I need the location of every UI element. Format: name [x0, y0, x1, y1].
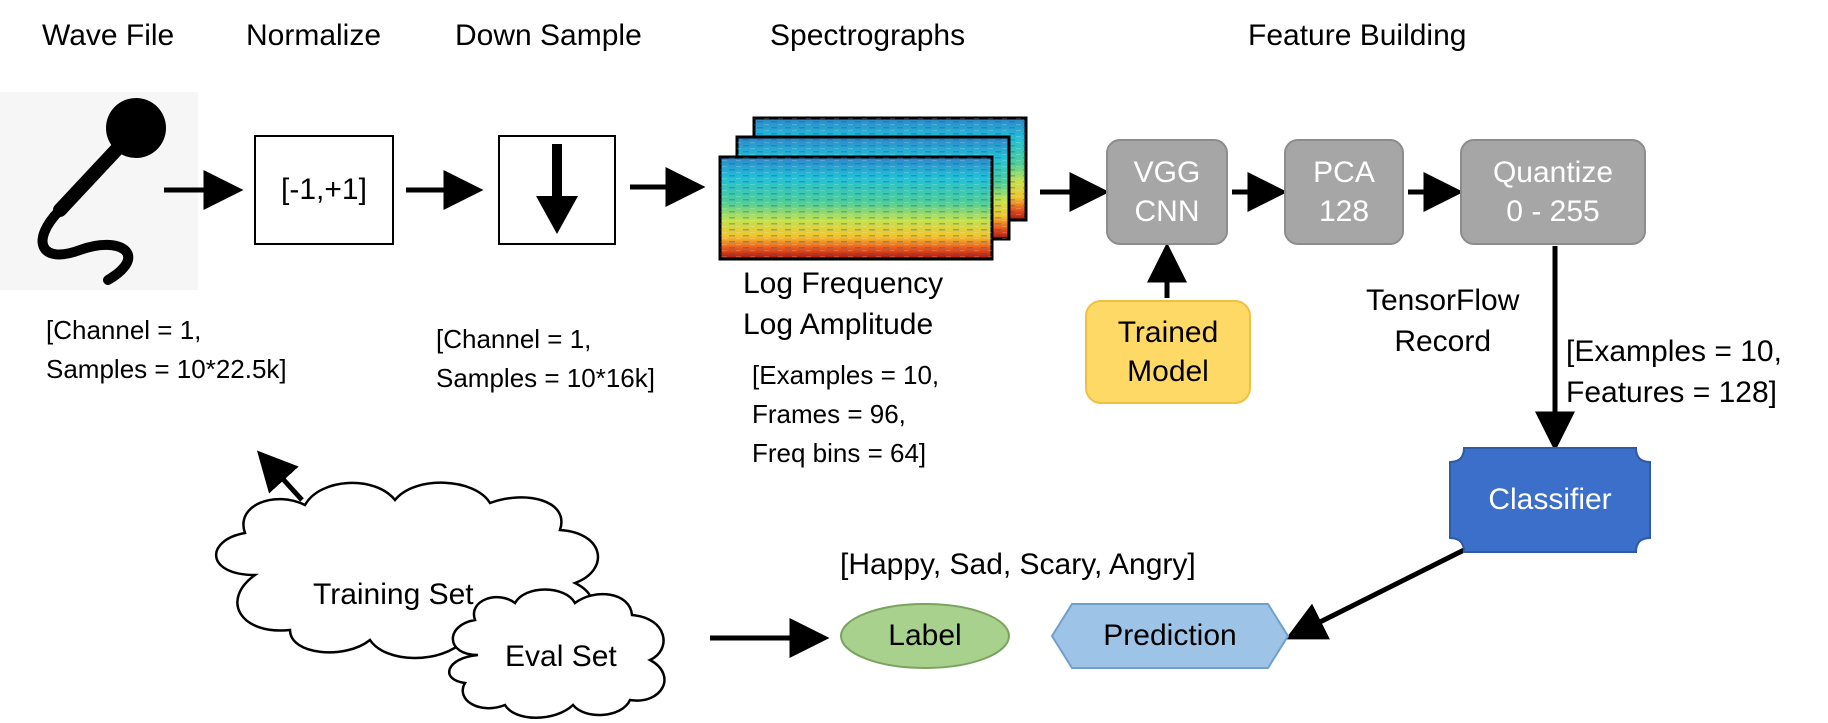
vgg-cnn-box: VGG CNN — [1106, 139, 1228, 245]
spectro-dims: [Examples = 10, Frames = 96, Freq bins =… — [752, 356, 939, 473]
down-dims-line-2: Samples = 10*16k] — [436, 363, 655, 393]
tf-record-line-2: Record — [1394, 325, 1492, 359]
spectro-dims-line-1: [Examples = 10, — [752, 360, 940, 390]
down-arrow-icon — [536, 144, 578, 234]
feature-dims: [Examples = 10, Features = 128] — [1566, 331, 1782, 414]
vgg-line-2: CNN — [1134, 195, 1200, 228]
down-dims: [Channel = 1, Samples = 10*16k] — [436, 320, 655, 398]
quantize-line-1: Quantize — [1492, 156, 1614, 189]
wave-dims: [Channel = 1, Samples = 10*22.5k] — [46, 311, 287, 389]
spectro-dims-line-2: Frames = 96, — [752, 399, 906, 429]
prediction-hexagon — [1050, 603, 1290, 669]
vgg-line-1: VGG — [1133, 156, 1201, 189]
wave-dims-line-1: [Channel = 1, — [46, 315, 202, 345]
spectro-dims-line-3: Freq bins = 64] — [752, 438, 927, 468]
spectro-caption-amplitude: Log Amplitude — [743, 308, 934, 342]
down-dims-line-1: [Channel = 1, — [436, 324, 592, 354]
header-normalize: Normalize — [246, 19, 382, 52]
feature-dims-line-1: [Examples = 10, — [1566, 335, 1782, 368]
eval-set-cloud — [448, 588, 666, 719]
class-list: [Happy, Sad, Scary, Angry] — [840, 548, 1196, 581]
header-spectrographs: Spectrographs — [770, 19, 966, 52]
header-feature-building: Feature Building — [1248, 19, 1467, 52]
spectrogram-icon — [718, 116, 1028, 261]
label-text: Label — [888, 619, 962, 652]
trained-model-line-2: Model — [1127, 355, 1209, 388]
eval-set-label: Eval Set — [505, 640, 617, 673]
header-down-sample: Down Sample — [455, 19, 642, 52]
normalize-box: [-1,+1] — [254, 135, 394, 245]
training-set-label: Training Set — [313, 578, 474, 611]
spectro-captions: Log Frequency Log Amplitude — [743, 263, 943, 346]
pca-box: PCA 128 — [1284, 139, 1404, 245]
trained-model-line-1: Trained — [1117, 316, 1219, 349]
classifier-label: Classifier — [1488, 483, 1612, 516]
feature-dims-line-2: Features = 128] — [1566, 376, 1777, 410]
wave-dims-line-2: Samples = 10*22.5k] — [46, 354, 287, 384]
tf-record-line-1: TensorFlow — [1366, 284, 1520, 317]
spectro-caption-frequency: Log Frequency — [743, 267, 944, 300]
header-wave-file: Wave File — [42, 19, 175, 52]
flow-arrows — [164, 167, 1575, 658]
classifier-shape — [1449, 447, 1651, 553]
arrow-training-to-wave — [256, 450, 304, 502]
quantize-box: Quantize 0 - 255 — [1460, 139, 1646, 245]
tf-record: TensorFlow Record — [1366, 280, 1519, 363]
trained-model-box: Trained Model — [1085, 300, 1251, 404]
quantize-line-2: 0 - 255 — [1506, 195, 1600, 228]
label-ellipse — [840, 603, 1010, 669]
down-sample-box — [498, 135, 616, 245]
prediction-label: Prediction — [1103, 619, 1237, 652]
pca-line-1: PCA — [1313, 156, 1375, 189]
arrow-classifier-to-prediction — [1285, 545, 1470, 640]
pca-line-2: 128 — [1318, 195, 1370, 228]
